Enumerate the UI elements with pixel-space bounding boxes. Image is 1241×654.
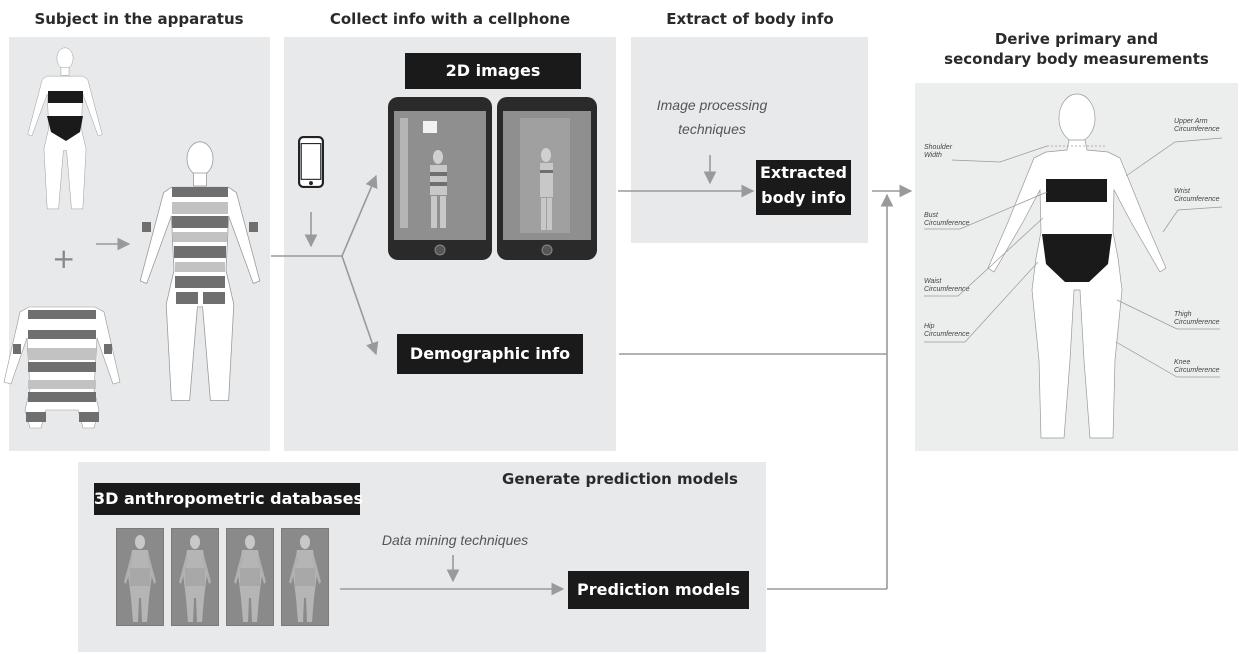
demographic-box: Demographic info [397,334,583,374]
image-processing-label-1: Image processing [656,97,768,113]
plus-icon: + [52,242,76,275]
derive-title-line1: Derive primary and [994,30,1159,48]
extract-title: Extract of body info [666,10,834,28]
subject-title: Subject in the apparatus [34,10,244,28]
3d-scan-1 [116,528,164,626]
generate-title: Generate prediction models [502,470,738,488]
3d-scan-3 [226,528,274,626]
measurement-body-figure [987,93,1167,439]
data-mining-label: Data mining techniques [381,532,529,548]
smartphone-image-side [497,97,597,260]
image-processing-label-2: techniques [678,121,746,137]
extracted-box-line2: body info [756,186,851,215]
collect-title: Collect info with a cellphone [329,10,571,28]
extracted-box-line1: Extracted [756,160,851,186]
striped-garment-figure [3,306,121,429]
databases-box: 3D anthropometric databases [94,483,363,515]
3d-scan-4 [281,528,329,626]
reference-woman-figure [27,47,103,210]
prediction-box: Prediction models [568,571,749,609]
derive-title-line2: secondary body measurements [944,50,1209,68]
measurement-leader-lines [924,137,1223,378]
images-2d-box: 2D images [405,53,581,89]
cellphone-icon [298,135,324,189]
smartphone-image-front [388,97,492,260]
dressed-subject-figure [139,141,261,402]
flow-arrows [96,155,913,596]
3d-scan-2 [171,528,219,626]
